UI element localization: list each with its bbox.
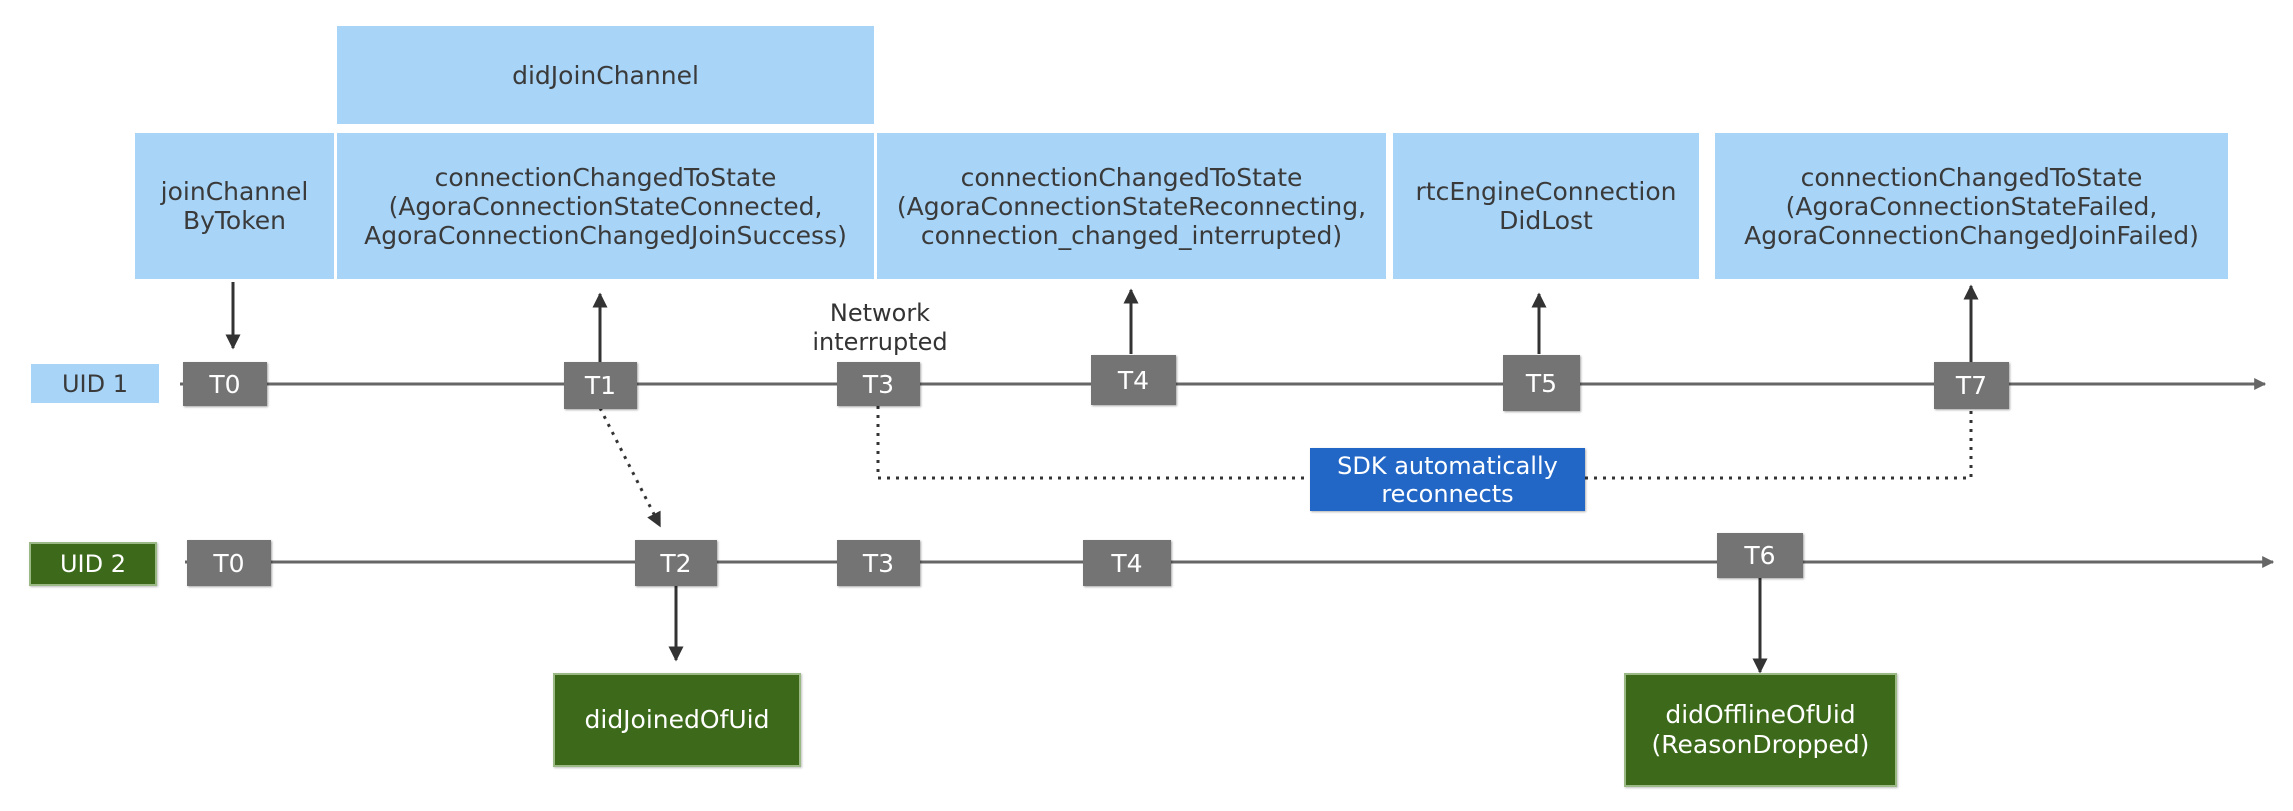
dotted-arrow-t1-to-t2 (598, 407, 662, 528)
dotted-line-reconnect-t7 (1585, 408, 1973, 480)
uid2-t6-marker: T6 (1717, 533, 1803, 578)
did-joined-of-uid-text: didJoinedOfUid (584, 705, 770, 734)
uid2-t0-marker: T0 (187, 540, 271, 586)
uid2-t4-marker: T4 (1083, 540, 1171, 586)
uid2-t2-marker: T2 (635, 540, 717, 586)
did-offline-of-uid-box: didOfflineOfUid (ReasonDropped) (1624, 673, 1897, 787)
state-reconnecting-box: connectionChangedToState (AgoraConnectio… (877, 133, 1386, 279)
uid2-t3-marker: T3 (837, 540, 920, 586)
state-failed-box: connectionChangedToState (AgoraConnectio… (1715, 133, 2228, 279)
uid2-t2-text: T2 (660, 548, 692, 578)
uid1-t4-text: T4 (1117, 365, 1150, 395)
state-failed-text: connectionChangedToState (AgoraConnectio… (1744, 162, 2199, 250)
did-offline-of-uid-text: didOfflineOfUid (ReasonDropped) (1651, 700, 1870, 759)
uid1-t3-marker: T3 (837, 362, 920, 406)
uid1-label-text: UID 1 (61, 369, 129, 398)
uid2-label-text: UID 2 (59, 550, 127, 578)
uid2-t0-text: T0 (213, 548, 245, 578)
uid1-t1-marker: T1 (564, 362, 637, 409)
connection-did-lost-text: rtcEngineConnection DidLost (1415, 177, 1677, 235)
uid1-t3-text: T3 (862, 369, 895, 399)
join-channel-by-token-box: joinChannel ByToken (135, 133, 334, 279)
join-channel-by-token-text: joinChannel ByToken (160, 177, 309, 235)
network-interrupted-label: Network interrupted (795, 298, 965, 358)
dotted-line-t3-reconnect (876, 406, 1310, 480)
uid1-t7-text: T7 (1955, 371, 1988, 400)
uid1-t0-text: T0 (209, 369, 241, 399)
state-reconnecting-text: connectionChangedToState (AgoraConnectio… (896, 162, 1367, 250)
sdk-reconnect-text: SDK automatically reconnects (1337, 451, 1558, 508)
uid1-t1-text: T1 (584, 371, 617, 400)
uid1-t0-marker: T0 (183, 362, 267, 406)
uid1-t5-marker: T5 (1503, 355, 1580, 411)
uid1-label: UID 1 (31, 364, 159, 403)
uid1-t5-text: T5 (1525, 368, 1558, 398)
uid1-t7-marker: T7 (1934, 362, 2009, 409)
uid2-t4-text: T4 (1111, 548, 1143, 578)
state-connected-box: connectionChangedToState (AgoraConnectio… (337, 133, 874, 279)
state-connected-text: connectionChangedToState (AgoraConnectio… (364, 162, 847, 250)
did-joined-of-uid-box: didJoinedOfUid (553, 673, 801, 767)
uid1-t4-marker: T4 (1091, 355, 1176, 405)
uid2-t6-text: T6 (1744, 541, 1776, 570)
connection-did-lost-box: rtcEngineConnection DidLost (1393, 133, 1699, 279)
network-interrupted-text: Network interrupted (812, 299, 948, 356)
uid2-label: UID 2 (29, 542, 157, 586)
did-join-channel-box: didJoinChannel (337, 26, 874, 124)
did-join-channel-text: didJoinChannel (512, 60, 699, 90)
uid2-t3-text: T3 (862, 548, 895, 578)
sdk-reconnect-box: SDK automatically reconnects (1310, 448, 1585, 511)
